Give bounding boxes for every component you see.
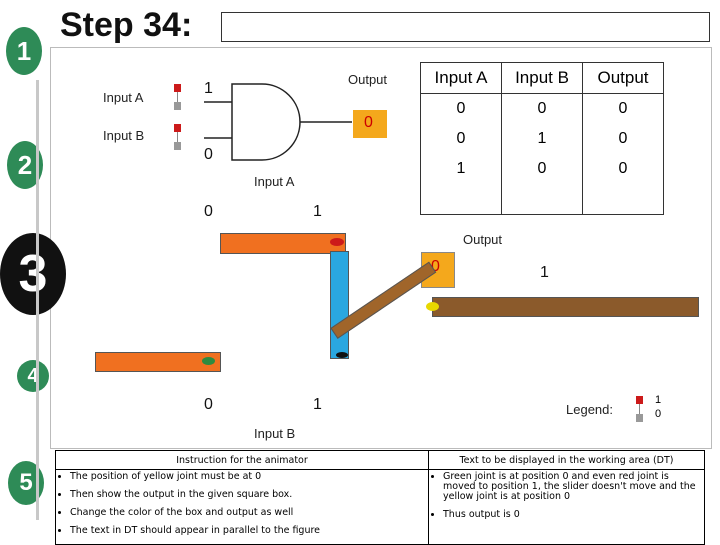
black-joint	[336, 352, 348, 358]
step-circle-1: 1	[6, 27, 42, 75]
step-guide-line	[36, 80, 39, 520]
anim-input-b-scale-0: 0	[204, 396, 213, 413]
anim-input-a-scale-1: 1	[313, 203, 322, 220]
instruction-left-cell: The position of yellow joint must be at …	[55, 469, 429, 545]
instruction-header-left: Instruction for the animator	[55, 450, 429, 470]
anim-output-box-value: 0	[431, 258, 440, 275]
switch-red-knob	[174, 84, 181, 92]
input-a-switch[interactable]	[174, 84, 181, 110]
green-joint	[202, 357, 215, 365]
truth-table-cell: 0	[582, 93, 664, 124]
truth-table-header: Input A	[420, 62, 502, 94]
and-gate-body	[231, 83, 301, 161]
gate-input-a-label: Input A	[103, 90, 144, 105]
anim-input-a-label: Input A	[254, 174, 295, 189]
switch-gray-knob	[174, 142, 181, 150]
truth-table-cell: 0	[582, 124, 664, 154]
dt-item: Green joint is at position 0 and even re…	[443, 472, 704, 502]
truth-table-row	[420, 184, 664, 215]
truth-table-row: 0 1 0	[420, 124, 664, 154]
truth-table-cell: 0	[420, 93, 502, 124]
anim-input-a-scale-0: 0	[204, 203, 213, 220]
instruction-item: Change the color of the box and output a…	[70, 508, 428, 518]
output-brown-slider[interactable]	[432, 297, 699, 317]
title-box	[221, 12, 710, 42]
instruction-left-list: The position of yellow joint must be at …	[56, 472, 428, 536]
switch-gray-knob	[174, 102, 181, 110]
step-title: Step 34:	[60, 6, 193, 44]
gate-input-b-value: 0	[204, 146, 213, 163]
instruction-item: The position of yellow joint must be at …	[70, 472, 428, 482]
gate-input-b-label: Input B	[103, 128, 145, 143]
truth-table-row: 1 0 0	[420, 154, 664, 184]
instruction-table: Instruction for the animator Text to be …	[55, 450, 705, 545]
truth-table-header-row: Input A Input B Output	[420, 62, 664, 94]
legend-switch	[636, 396, 643, 422]
instruction-item: The text in DT should appear in parallel…	[70, 526, 428, 536]
instruction-right-cell: Green joint is at position 0 and even re…	[428, 469, 705, 545]
truth-table-row: 0 0 0	[420, 93, 664, 124]
gate-input-a-value: 1	[204, 80, 213, 97]
switch-red-knob	[174, 124, 181, 132]
vertical-blue-slider[interactable]	[330, 251, 349, 359]
anim-output-label: Output	[463, 232, 503, 247]
input-b-switch[interactable]	[174, 124, 181, 150]
truth-table-cell	[501, 184, 583, 215]
truth-table-cell	[582, 184, 664, 215]
instruction-item: Then show the output in the given square…	[70, 490, 428, 500]
truth-table-cell: 0	[420, 124, 502, 154]
truth-table-cell: 0	[501, 154, 583, 184]
switch-stem	[177, 132, 178, 142]
anim-input-b-label: Input B	[254, 426, 296, 441]
legend-label: Legend:	[566, 402, 613, 417]
truth-table-cell: 0	[582, 154, 664, 184]
dt-item: Thus output is 0	[443, 510, 704, 520]
instruction-table-body-row: The position of yellow joint must be at …	[55, 469, 705, 545]
anim-output-scale-value: 1	[540, 264, 549, 281]
switch-stem	[177, 92, 178, 102]
red-joint	[330, 238, 344, 246]
instruction-header-right: Text to be displayed in the working area…	[428, 450, 705, 470]
gate-output-label: Output	[348, 72, 388, 87]
switch-red-knob	[636, 396, 643, 404]
instruction-table-header-row: Instruction for the animator Text to be …	[55, 450, 705, 470]
switch-stem	[639, 404, 640, 414]
gate-output-value: 0	[364, 114, 373, 131]
anim-input-b-scale-1: 1	[313, 396, 322, 413]
and-gate-diagram	[204, 83, 352, 161]
input-a-orange-slider[interactable]	[220, 233, 346, 254]
gate-output-box	[353, 110, 387, 138]
yellow-joint	[426, 302, 439, 311]
step-circle-4: 4	[17, 360, 49, 392]
instruction-right-list: Green joint is at position 0 and even re…	[429, 472, 704, 520]
legend-value-0: 0	[655, 408, 662, 420]
truth-table-header: Output	[582, 62, 664, 94]
legend-value-1: 1	[655, 394, 662, 406]
truth-table: Input A Input B Output 0 0 0 0 1 0 1 0 0	[420, 62, 664, 215]
truth-table-header: Input B	[501, 62, 583, 94]
truth-table-cell: 1	[501, 124, 583, 154]
step-circle-3: 3	[0, 233, 66, 315]
input-b-orange-slider[interactable]	[95, 352, 221, 372]
truth-table-cell: 1	[420, 154, 502, 184]
switch-gray-knob	[636, 414, 643, 422]
truth-table-cell	[420, 184, 502, 215]
truth-table-cell: 0	[501, 93, 583, 124]
